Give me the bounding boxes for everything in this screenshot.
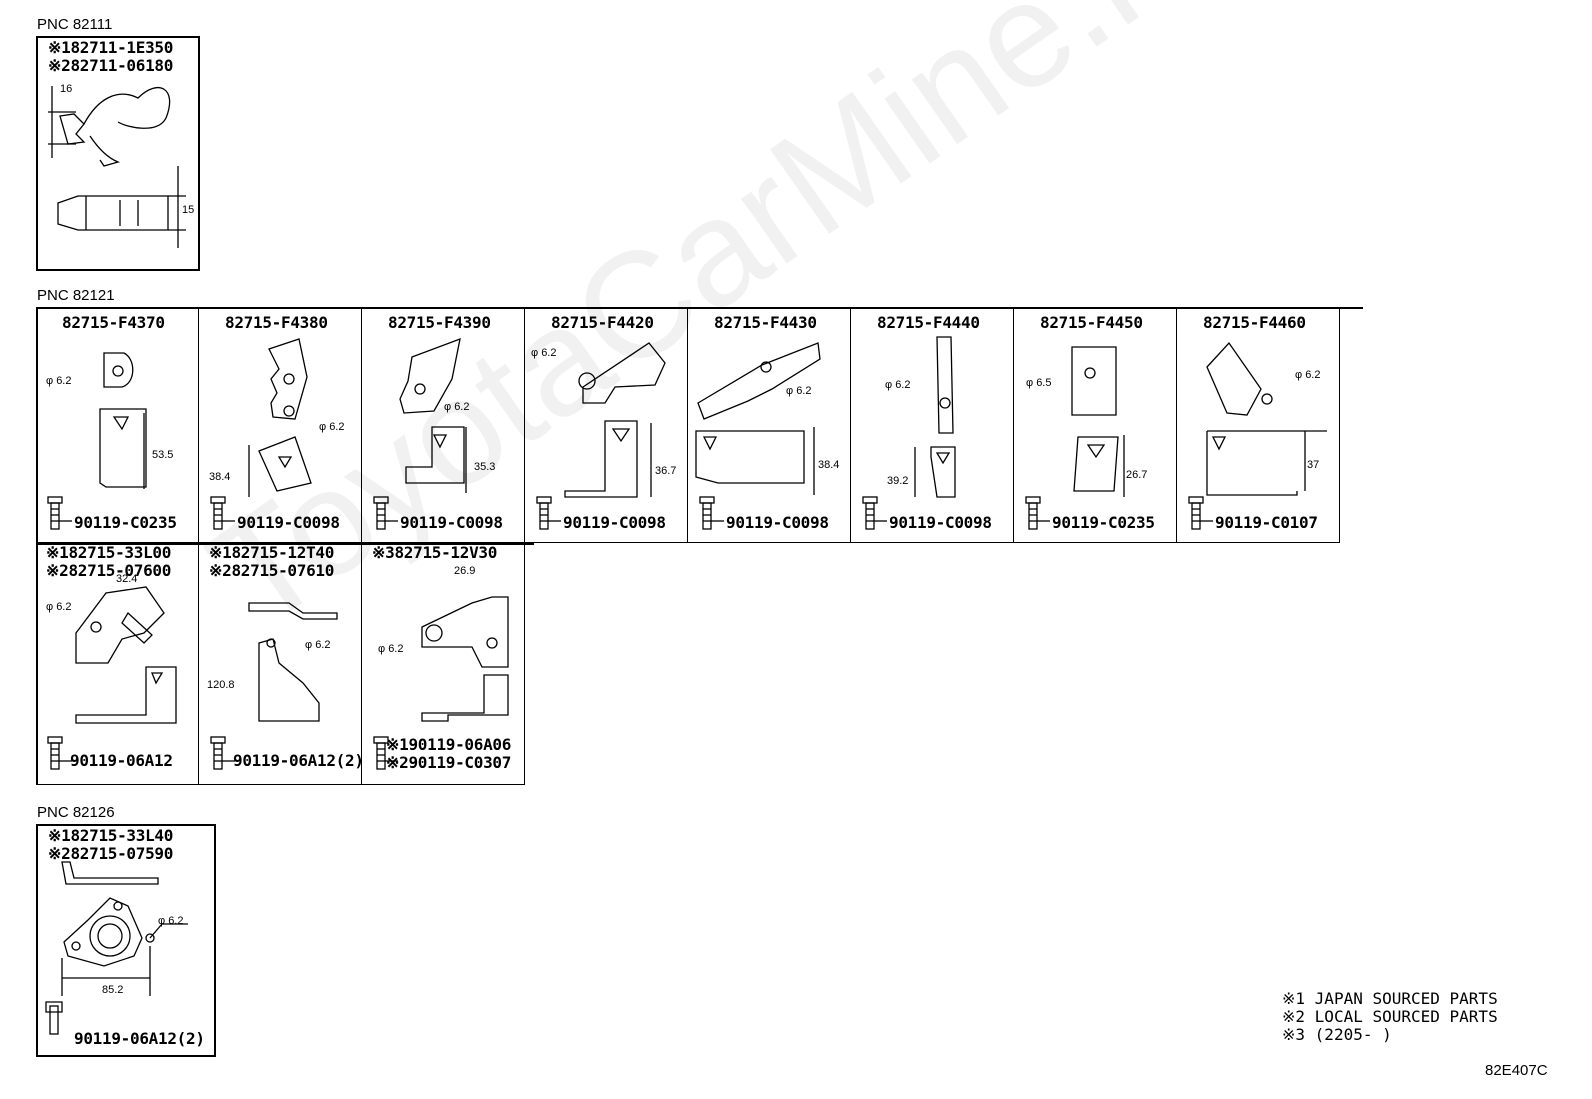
part-drawing <box>695 342 821 530</box>
part-number[interactable]: ※382715-12V30 <box>372 543 498 562</box>
dimension-label: 26.9 <box>454 565 476 577</box>
part-cell-82715-f4370[interactable]: 82715-F4370 φ 6.2 53.5 90119-C0235 <box>36 307 199 543</box>
pnc-82126-label: PNC 82126 <box>37 804 115 821</box>
part-cell-82715-f4450[interactable]: 82715-F4450 φ 6.5 26.7 90119-C0235 <box>1014 307 1177 543</box>
bolt-number[interactable]: 90119-06A12(2) <box>74 1029 205 1048</box>
bolt-number[interactable]: 90119-C0098 <box>237 513 340 532</box>
dimension-label: 15 <box>182 204 195 216</box>
part-cell-82715-f4390[interactable]: 82715-F4390 φ 6.2 35.3 90119-C0098 <box>362 307 525 543</box>
part-grid-82121-row2 <box>36 543 534 785</box>
phi-label: φ 6.2 <box>531 347 557 359</box>
part-box-82126: ※182715-33L40 ※282715-07590 φ 6.2 85.2 9… <box>36 824 216 1057</box>
bolt-number[interactable]: 90119-06A12 <box>70 751 173 770</box>
part-number[interactable]: 82715-F4430 <box>714 313 817 332</box>
legend-note: ※2 LOCAL SOURCED PARTS <box>1282 1007 1498 1026</box>
dimension-label: 85.2 <box>102 984 124 996</box>
diagram-code: 82E407C <box>1485 1062 1548 1079</box>
phi-label: φ 6.2 <box>158 915 184 927</box>
part-drawing <box>536 342 666 530</box>
phi-label: φ 6.2 <box>786 385 812 397</box>
legend-note: ※3 (2205- ) <box>1282 1025 1392 1044</box>
dimension-label: 53.5 <box>152 449 174 461</box>
part-number[interactable]: 82715-F4390 <box>388 313 491 332</box>
part-drawing <box>373 337 467 530</box>
part-cell-row2[interactable]: ※382715-12V30 φ 6.2 26.9 ※190119-06A06※2901… <box>362 543 525 785</box>
part-cell-82715-f4440[interactable]: 82715-F4440 φ 6.2 39.2 90119-C0098 <box>851 307 1014 543</box>
bolt-number[interactable]: 90119-06A12(2) <box>233 751 364 770</box>
part-cell-row2[interactable]: ※182715-12T40※282715-07610 φ 6.2 120.8 9011… <box>199 543 364 785</box>
part-number[interactable]: 82715-F4440 <box>877 313 980 332</box>
part-box-82111: ※182711-1E350 ※282711-06180 16 15 <box>36 36 200 271</box>
bolt-number[interactable]: 90119-C0098 <box>563 513 666 532</box>
part-number[interactable]: 82715-F4370 <box>62 313 165 332</box>
part-cell-82715-f4420[interactable]: 82715-F4420 φ 6.2 36.7 90119-C0098 <box>525 307 688 543</box>
phi-label: φ 6.2 <box>1295 369 1321 381</box>
bolt-number[interactable]: 90119-C0098 <box>726 513 829 532</box>
dimension-label: 26.7 <box>1126 469 1148 481</box>
part-number[interactable]: ※282715-07610 <box>209 561 335 580</box>
bolt-number[interactable]: 90119-C0098 <box>400 513 503 532</box>
phi-label: φ 6.5 <box>1026 377 1052 389</box>
bolt-number[interactable]: 90119-C0107 <box>1215 513 1318 532</box>
part-drawing <box>47 352 147 530</box>
dimension-label: 36.7 <box>655 465 677 477</box>
part-drawing <box>862 336 956 530</box>
dimension-label: 35.3 <box>474 461 496 473</box>
pnc-82121-label: PNC 82121 <box>37 287 115 304</box>
part-drawing <box>1025 346 1125 530</box>
part-number[interactable]: ※282711-06180 <box>48 56 174 75</box>
dimension-label: 16 <box>60 83 73 95</box>
dimension-label: 38.4 <box>818 459 840 471</box>
part-cell-row2[interactable]: ※182715-33L00※282715-07600 φ 6.2 32.4 90119… <box>36 543 199 785</box>
part-number[interactable]: 82715-F4380 <box>225 313 328 332</box>
phi-label: φ 6.2 <box>885 379 911 391</box>
part-number[interactable]: ※282715-07600 <box>46 561 172 580</box>
phi-label: φ 6.2 <box>319 421 345 433</box>
pnc-82111-label: PNC 82111 <box>37 16 113 33</box>
dimension-label: 39.2 <box>887 475 909 487</box>
phi-label: φ 6.2 <box>378 643 404 655</box>
part-cell-82715-f4380[interactable]: 82715-F4380 φ 6.2 38.4 90119-C0098 <box>199 307 362 543</box>
part-number[interactable]: ※182715-12T40 <box>209 543 335 562</box>
bolt-number[interactable]: 90119-C0235 <box>74 513 177 532</box>
bolt-number[interactable]: ※290119-C0307 <box>386 753 512 772</box>
part-grid-82121-row1 <box>36 307 1363 545</box>
bolt-number[interactable]: 90119-C0235 <box>1052 513 1155 532</box>
phi-label: φ 6.2 <box>444 401 470 413</box>
dimension-label: 120.8 <box>207 679 235 691</box>
part-number[interactable]: 82715-F4450 <box>1040 313 1143 332</box>
part-number[interactable]: 82715-F4460 <box>1203 313 1306 332</box>
part-number[interactable]: ※182715-33L40 <box>48 826 174 845</box>
part-number[interactable]: 82715-F4420 <box>551 313 654 332</box>
phi-label: φ 6.2 <box>46 601 72 613</box>
part-cell-82715-f4460[interactable]: 82715-F4460 φ 6.2 37 90119-C0107 <box>1177 307 1340 543</box>
part-number[interactable]: ※182711-1E350 <box>48 38 174 57</box>
part-number[interactable]: ※182715-33L00 <box>46 543 172 562</box>
phi-label: φ 6.2 <box>46 375 72 387</box>
dimension-label: 38.4 <box>209 471 231 483</box>
part-cell-82715-f4430[interactable]: 82715-F4430 φ 6.2 38.4 90119-C0098 <box>688 307 851 543</box>
part-number[interactable]: ※282715-07590 <box>48 844 174 863</box>
bolt-number[interactable]: 90119-C0098 <box>889 513 992 532</box>
part-drawing <box>1188 341 1327 530</box>
legend-note: ※1 JAPAN SOURCED PARTS <box>1282 989 1498 1008</box>
dimension-label: 32.4 <box>116 573 138 585</box>
dimension-label: 37 <box>1307 459 1320 471</box>
bolt-number[interactable]: ※190119-06A06 <box>386 735 512 754</box>
legend-notes: ※1 JAPAN SOURCED PARTS ※2 LOCAL SOURCED … <box>1282 990 1498 1044</box>
phi-label: φ 6.2 <box>305 639 331 651</box>
